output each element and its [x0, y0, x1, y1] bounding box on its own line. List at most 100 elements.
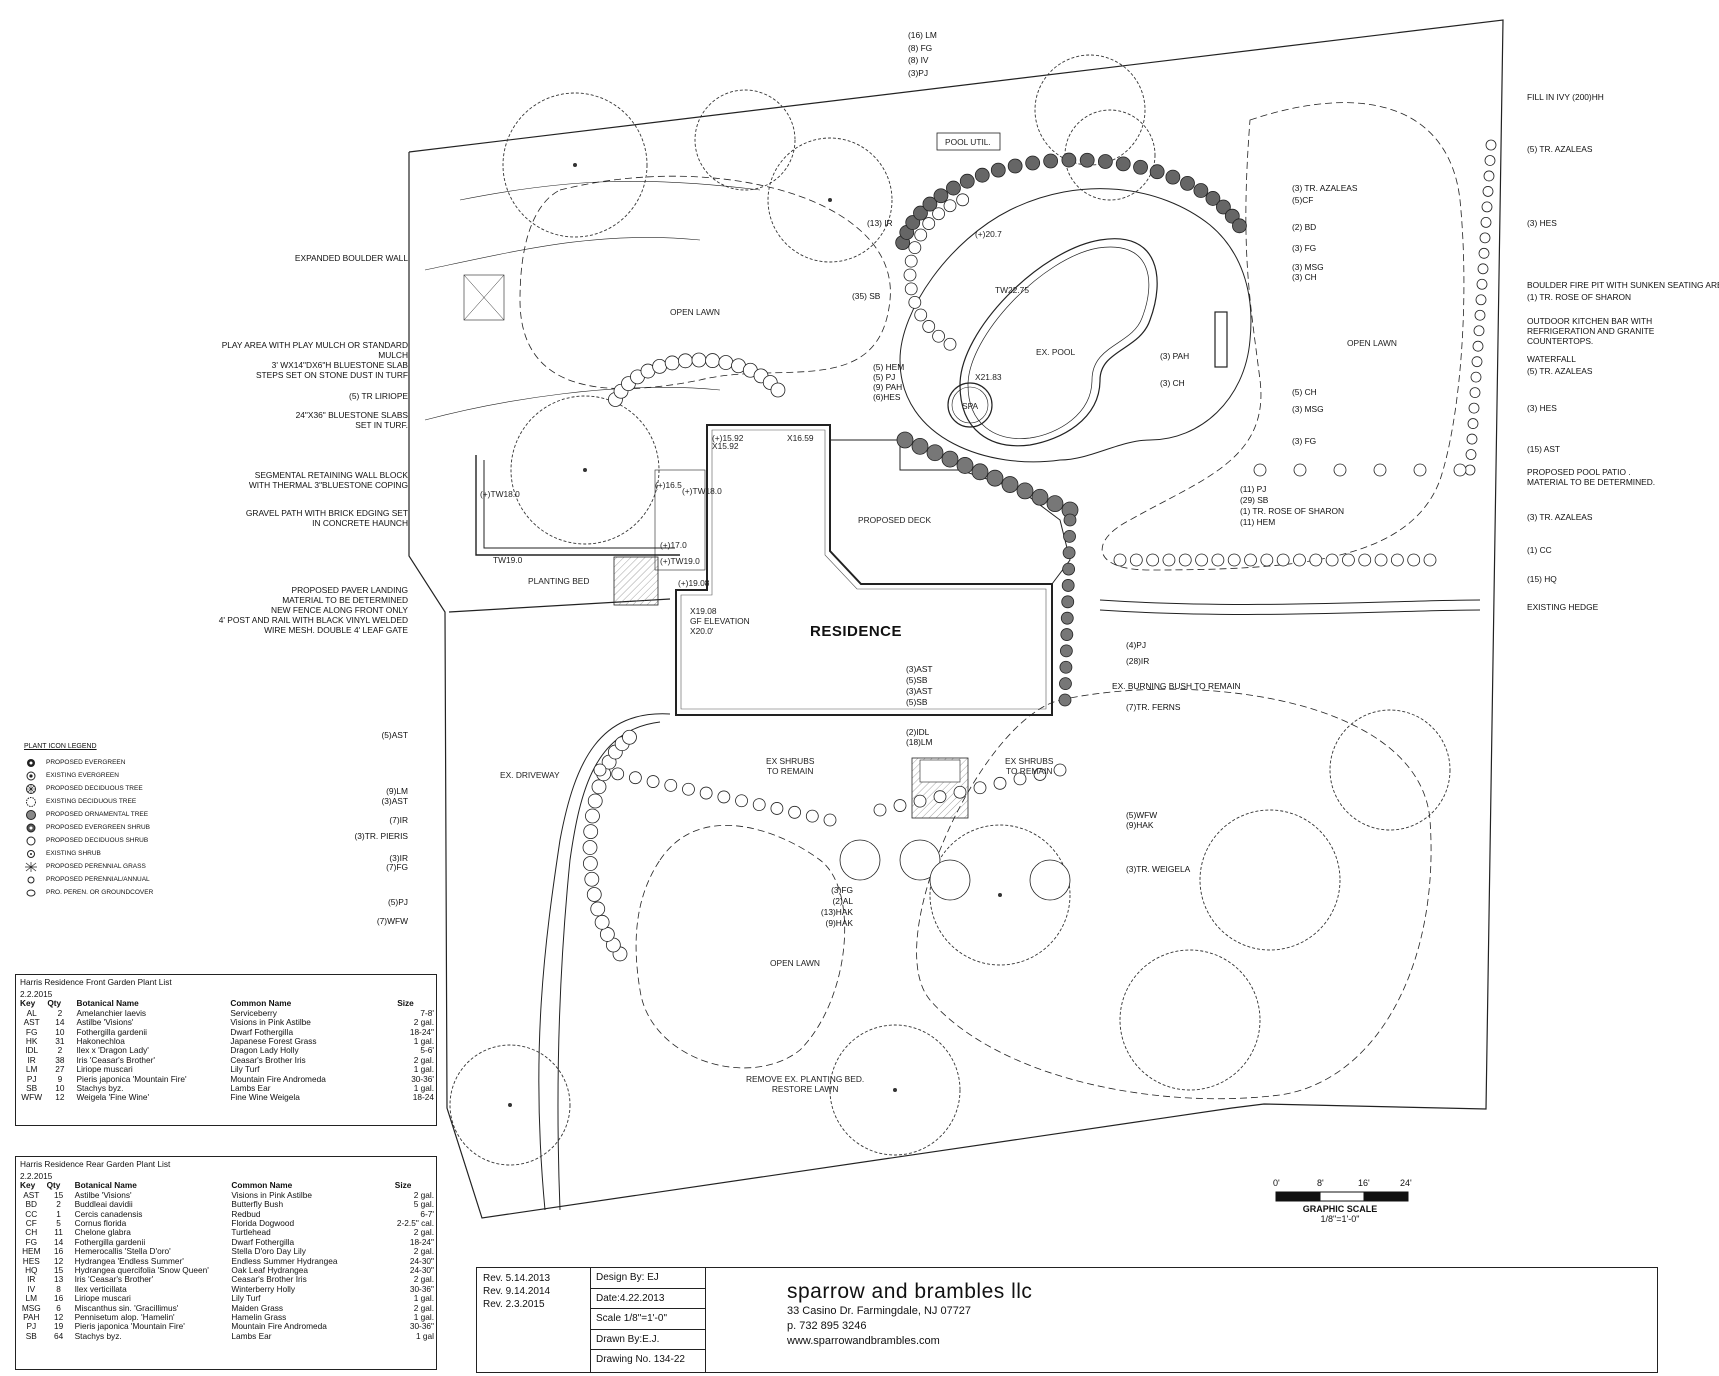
rear-cell: FG [25, 1236, 38, 1247]
legend-item: PROPOSED ORNAMENTAL TREE [24, 808, 214, 821]
scale-tick: 8' [1317, 1178, 1324, 1188]
rear-cell: Maiden Grass [231, 1302, 284, 1313]
rear-cell: Ilex verticillata [74, 1283, 127, 1294]
rear-cell: Stella D'oro Day Lily [231, 1246, 306, 1257]
shrub-symbol [922, 217, 936, 230]
front-cell: Dragon Lady Holly [230, 1045, 299, 1056]
rear-cell: 2-2.5" cal. [396, 1218, 434, 1229]
residence-footprint [675, 424, 1053, 716]
scale-ratio: 1/8"=1'-0" [1320, 1214, 1360, 1224]
shrub-symbol [583, 824, 599, 839]
area-ex-driveway: EX. DRIVEWAY [500, 770, 560, 780]
rear-cell: CF [25, 1218, 37, 1229]
area-open-lawn-nw: OPEN LAWN [670, 307, 720, 317]
rear-cell: 30-36" [409, 1321, 434, 1332]
pool-outline [959, 238, 1158, 447]
shrub-symbol [914, 228, 928, 242]
callout-azaleas-1: (5) TR. AZALEAS [1527, 144, 1593, 154]
callout-9lm: (9)LM [386, 786, 408, 796]
legend-item: EXISTING DECIDUOUS TREE [24, 795, 214, 808]
rear-header-common-name: Common Name [231, 1180, 293, 1190]
rear-cell: 24-30" [409, 1265, 434, 1276]
rear-cell: 2 gal. [413, 1227, 434, 1238]
shrub-symbol [1113, 553, 1127, 567]
shrub-symbol [1467, 418, 1479, 429]
rear-cell: 6 [56, 1302, 61, 1313]
rear-cell: MSG [21, 1302, 41, 1313]
shrub-symbol [1374, 553, 1388, 567]
front-cell: Fine Wine Weigela [230, 1092, 300, 1103]
spot-elevation: (+)17.0 [660, 540, 687, 550]
rear-cell: 12 [53, 1255, 64, 1266]
shrub-symbol [956, 193, 970, 207]
rear-list-title: Harris Residence Rear Garden Plant List [20, 1159, 171, 1169]
shrub-symbol [770, 382, 786, 398]
tree-canopy [829, 1024, 961, 1156]
spa-outline [947, 382, 993, 428]
rear-cell: Buddleai davidii [74, 1199, 133, 1210]
callout-15ast: (15) AST [1527, 444, 1561, 454]
title-block: Rev. 5.14.2013 Rev. 9.14.2014 Rev. 2.3.2… [476, 1267, 1658, 1373]
shrub-symbol [959, 173, 975, 189]
shrub-symbol [1195, 553, 1208, 567]
company-website[interactable]: www.sparrowandbrambles.com [787, 1335, 940, 1347]
area-ex-shrubs-1: EX SHRUBS TO REMAIN [766, 756, 815, 776]
shrub-symbol [1293, 553, 1306, 567]
property-line [408, 19, 1504, 1219]
front-cell: 7-8' [420, 1007, 434, 1018]
shrub-symbol [1309, 553, 1323, 567]
shrub-symbol [1061, 579, 1075, 592]
shrub-symbol [770, 802, 784, 815]
shrub-symbol [718, 355, 734, 370]
spot-elevation: X16.59 [787, 433, 814, 443]
shrub-symbol [1473, 325, 1485, 337]
front-cell: Liriope muscari [76, 1064, 133, 1075]
rear-cell: AST [23, 1189, 40, 1200]
shrub-symbol [899, 839, 941, 881]
area-proposed-deck: PROPOSED DECK [858, 515, 932, 525]
shrub-symbol [911, 437, 929, 455]
rear-cell: Redbud [231, 1208, 261, 1219]
rear-garden-plant-list: Harris Residence Rear Garden Plant List … [15, 1156, 437, 1370]
rear-cell: Hydrangea quercifolia 'Snow Queen' [74, 1265, 209, 1276]
shrub-symbol [1063, 513, 1077, 527]
shrub-symbol [1013, 772, 1027, 786]
callout-3msg: (3) MSG [1292, 404, 1324, 414]
shrub-symbol [1007, 158, 1023, 174]
rear-cell: Lily Turf [231, 1293, 261, 1304]
shrub-symbol [1407, 553, 1421, 567]
shrub-symbol [1063, 529, 1076, 543]
rear-cell: Ceasar's Brother Iris [231, 1274, 307, 1285]
shrub-symbol [1477, 263, 1489, 275]
shrub-symbol [823, 813, 837, 827]
shrub-symbol [1146, 553, 1160, 567]
front-cell: 9 [57, 1073, 63, 1084]
callout-15hq: (15) HQ [1527, 574, 1557, 584]
rear-cell: Hamelin Grass [231, 1312, 287, 1323]
rear-cell: 14 [53, 1236, 64, 1247]
front-cell: 1 gal. [413, 1064, 434, 1075]
rear-cell: Hemerocallis 'Stella D'oro' [74, 1246, 171, 1257]
rear-cell: IR [27, 1274, 36, 1285]
rear-cell: 2 gal. [413, 1274, 434, 1285]
callout-azaleas-cf: (3) TR. AZALEAS (5)CF [1292, 183, 1358, 205]
shrub-symbol [1480, 216, 1492, 228]
scale-tick: 0' [1273, 1178, 1280, 1188]
legend-item: PROPOSED PERENNIAL/ANNUAL [24, 873, 214, 886]
proposed-evergreen-shrub-icon [24, 823, 38, 833]
rear-cell: Pennisetum alop. 'Hamelin' [74, 1312, 175, 1323]
callout-3fg-2: (3) FG [1292, 436, 1317, 446]
front-cell: 10 [55, 1083, 65, 1094]
tree-canopy [1119, 949, 1261, 1091]
callout-4pj: (4)PJ [1126, 640, 1147, 650]
legend-item: EXISTING SHRUB [24, 847, 214, 860]
shrub-symbol [591, 779, 607, 795]
scale-title: GRAPHIC SCALE [1302, 1204, 1378, 1214]
